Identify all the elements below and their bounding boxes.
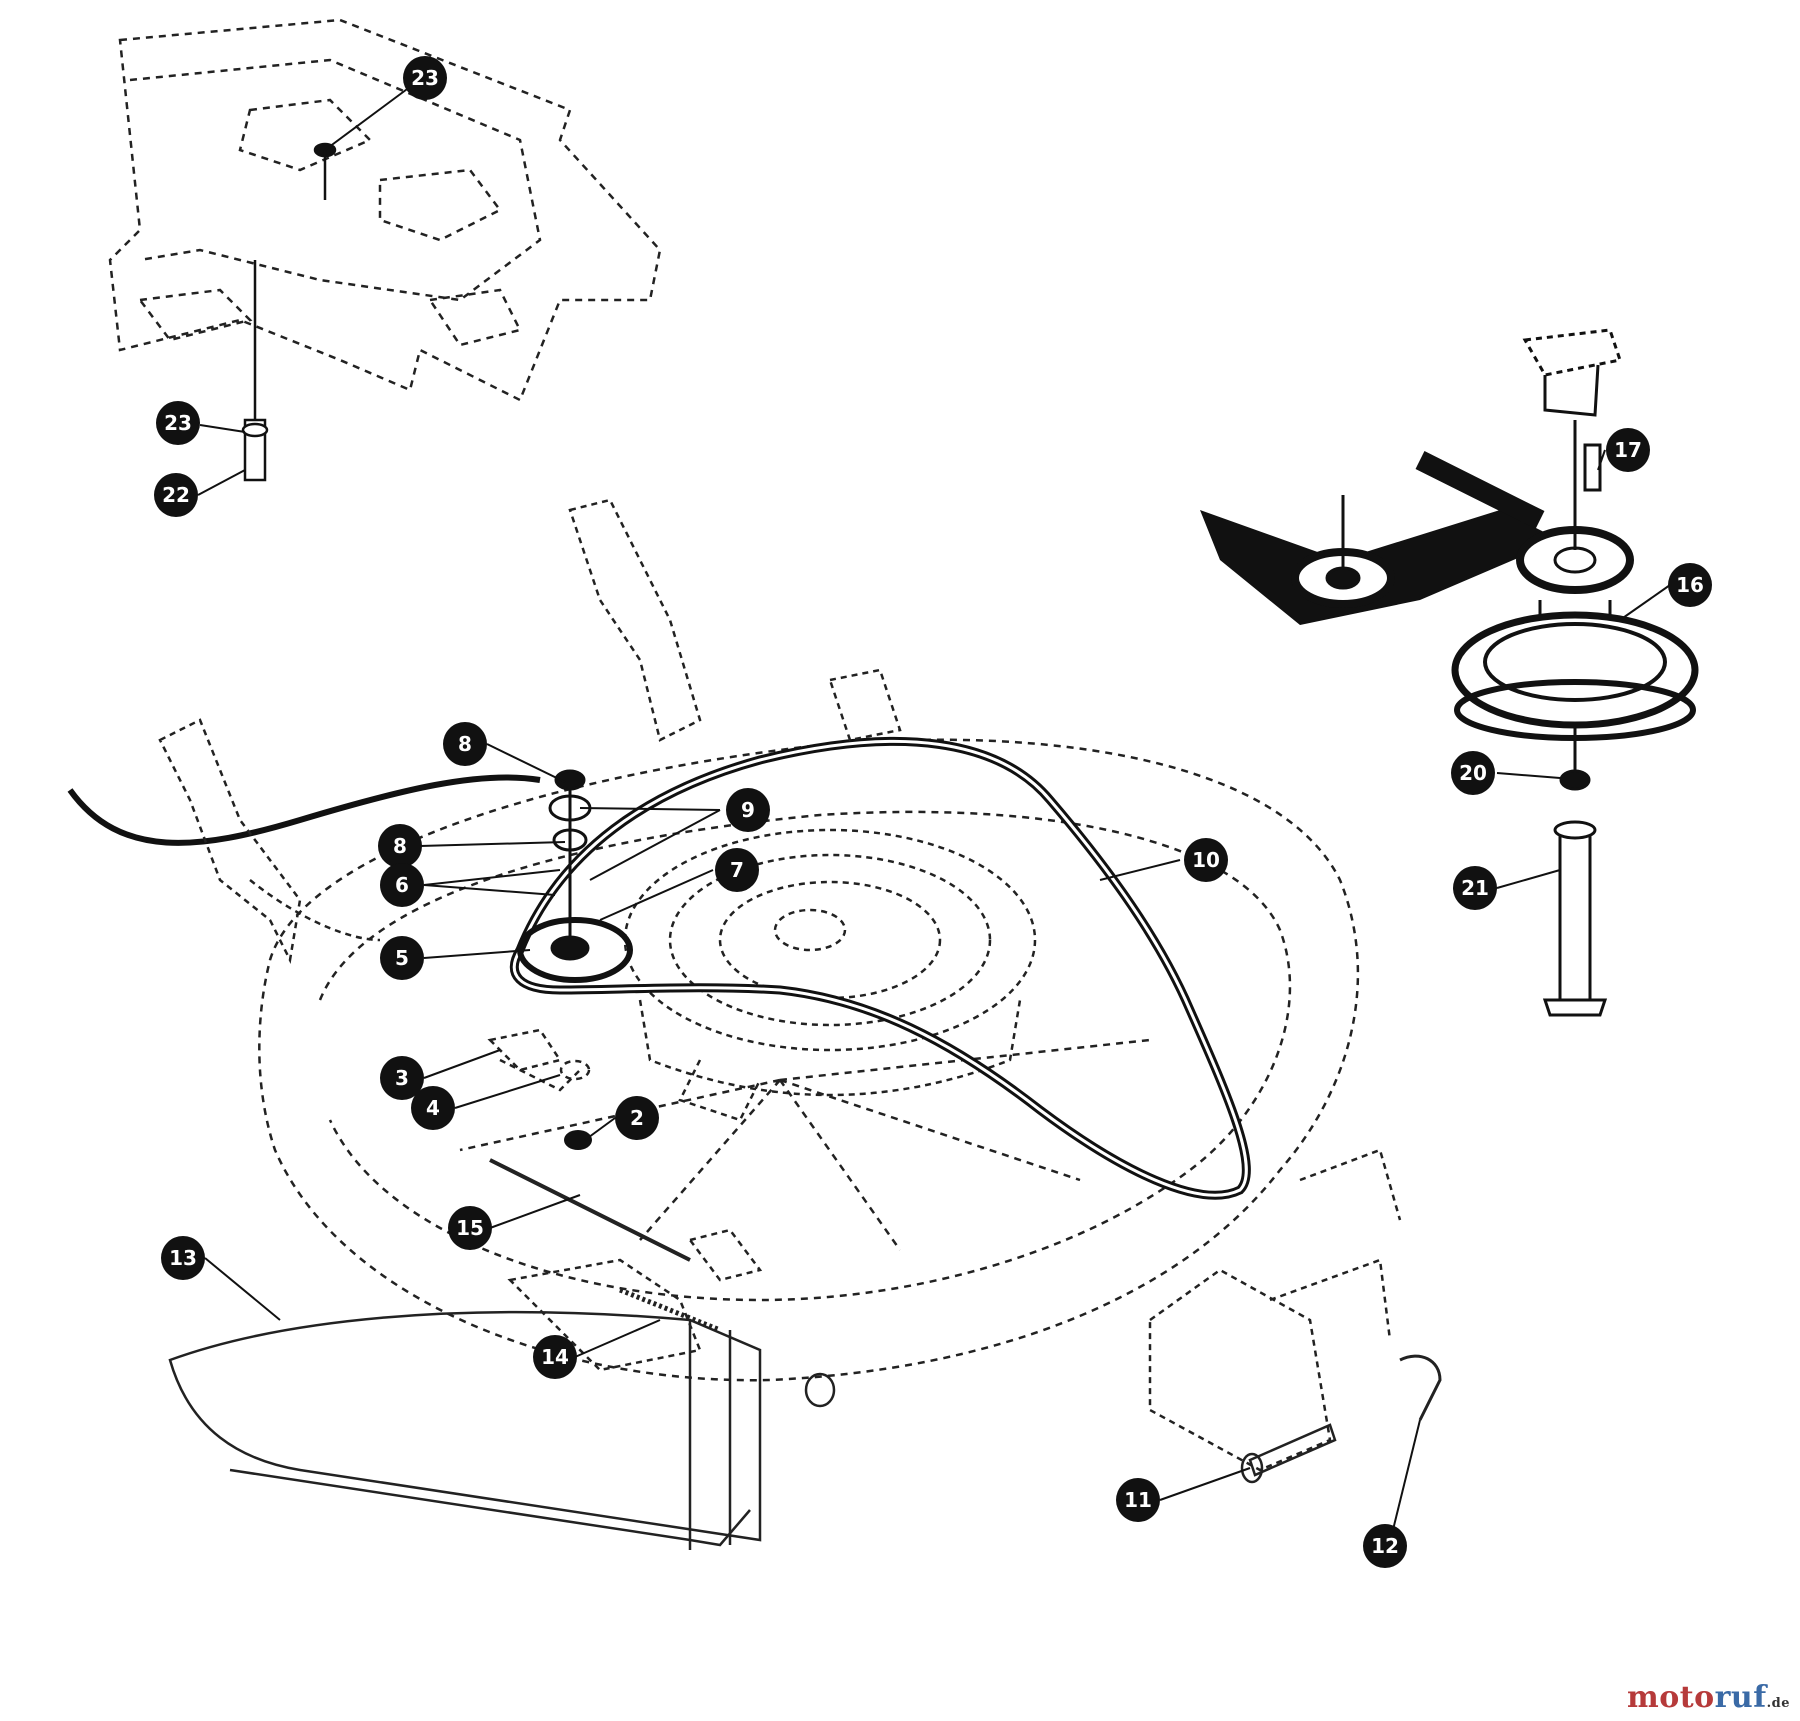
lift-arm-left: [158, 718, 381, 964]
callout-11: 11: [1116, 1478, 1160, 1522]
callout-9: 9: [726, 788, 770, 832]
clevis-pin: [1240, 1423, 1337, 1484]
svg-text:17: 17: [1614, 438, 1642, 462]
callout-12: 12: [1363, 1524, 1407, 1568]
motoruf-watermark: motoruf.de: [1627, 1680, 1790, 1715]
callout-8-top: 8: [443, 722, 487, 766]
svg-text:5: 5: [395, 946, 409, 970]
leader-lines: [197, 77, 1671, 1543]
control-cable: [67, 774, 541, 846]
svg-text:15: 15: [456, 1216, 484, 1240]
svg-text:22: 22: [162, 483, 190, 507]
svg-text:9: 9: [741, 798, 755, 822]
svg-text:2: 2: [630, 1106, 644, 1130]
svg-text:6: 6: [395, 873, 409, 897]
svg-text:14: 14: [541, 1345, 569, 1369]
svg-text:10: 10: [1192, 848, 1220, 872]
callout-10: 10: [1184, 838, 1228, 882]
mower-deck: [258, 738, 1360, 1382]
callout-20: 20: [1451, 751, 1495, 795]
hairpin-clip: [1399, 1354, 1442, 1421]
watermark-part1: moto: [1626, 1680, 1715, 1715]
svg-text:13: 13: [169, 1246, 197, 1270]
svg-text:23: 23: [164, 411, 192, 435]
svg-text:7: 7: [730, 858, 744, 882]
frame-assembly: [108, 18, 662, 402]
callout-21: 21: [1453, 866, 1497, 910]
callout-23-bottom: 23: [156, 401, 200, 445]
callout-4: 4: [411, 1086, 455, 1130]
callout-6: 6: [380, 863, 424, 907]
callout-15: 15: [448, 1206, 492, 1250]
svg-text:4: 4: [426, 1096, 440, 1120]
svg-text:8: 8: [393, 834, 407, 858]
idler-assembly: [517, 769, 633, 983]
frame-fasteners: [241, 142, 337, 482]
watermark-tld: .de: [1766, 1696, 1790, 1711]
spindle-pulley: [623, 828, 1037, 1122]
callout-3: 3: [380, 1056, 424, 1100]
svg-text:3: 3: [395, 1066, 409, 1090]
callout-8-middle: 8: [378, 824, 422, 868]
lift-arm-right: [568, 498, 902, 742]
discharge-chute: [168, 1158, 836, 1550]
svg-text:16: 16: [1676, 573, 1704, 597]
svg-text:11: 11: [1124, 1488, 1152, 1512]
svg-text:20: 20: [1459, 761, 1487, 785]
bolt-part-2: [564, 1130, 592, 1150]
callout-16: 16: [1668, 563, 1712, 607]
callout-5: 5: [380, 936, 424, 980]
bracket-assembly: [1148, 1148, 1402, 1472]
callout-2: 2: [615, 1096, 659, 1140]
mounting-hardware: [487, 1028, 591, 1092]
svg-text:12: 12: [1371, 1534, 1399, 1558]
callout-13: 13: [161, 1236, 205, 1280]
callout-7: 7: [715, 848, 759, 892]
svg-text:8: 8: [458, 732, 472, 756]
svg-text:21: 21: [1461, 876, 1489, 900]
drive-belt-inner: [512, 739, 1248, 1197]
callout-22: 22: [154, 473, 198, 517]
engine-pulley-assembly: [1200, 328, 1699, 1017]
svg-text:23: 23: [411, 66, 439, 90]
callout-23-top: 23: [403, 56, 447, 100]
callout-17: 17: [1606, 428, 1650, 472]
watermark-part2: ruf: [1714, 1680, 1767, 1715]
callout-14: 14: [533, 1335, 577, 1379]
